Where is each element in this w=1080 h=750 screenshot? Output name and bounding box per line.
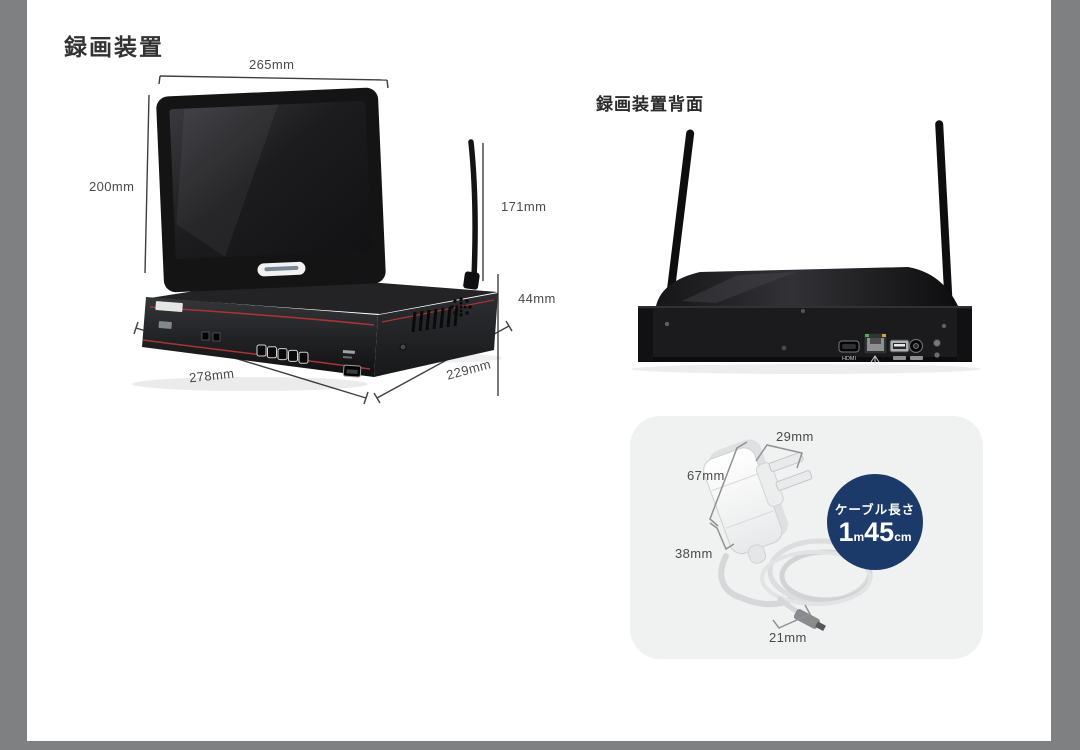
recorder-front-illustration [132,75,513,405]
mount-ear-left [638,309,653,361]
cable-length-cm-unit: cm [894,529,912,544]
dim-adapter-height: 67mm [687,468,725,483]
folded-monitor-slab [656,267,958,306]
dim-adapter-width: 29mm [776,429,814,444]
adapter-spec-card: 29mm 67mm 38mm 21mm ケーブル長さ 1m45cm [630,416,983,659]
dim-monitor-height: 200mm [89,179,135,194]
side-speaker-holes [450,297,472,317]
cable-length-value: 1m45cm [838,516,912,547]
network-icon [870,355,880,364]
front-shadow [132,377,368,391]
front-usb-port [342,364,362,378]
monitor-screen [169,100,372,260]
rear-view-title: 録画装置背面 [596,95,704,114]
side-screw [399,343,407,351]
dc-plug [793,609,826,631]
hdmi-label: HDMI [842,356,857,362]
front-logo [155,301,183,313]
dim-antenna-height: 171mm [501,199,547,214]
recorder-rear-illustration: HDMI [631,120,981,374]
dc-power-jack [908,338,924,360]
rear-screw-2 [934,352,940,358]
side-vents [411,305,459,333]
ethernet-port [863,332,888,364]
strain-relief [747,544,767,564]
rear-shadow [631,364,981,374]
cable-length-badge: ケーブル長さ 1m45cm [827,474,923,570]
adapter-dimension-brackets [709,441,812,629]
hdmi-port: HDMI [838,340,860,362]
rear-chassis [638,306,972,362]
monitor [156,87,386,293]
front-buttons [256,344,309,364]
nvr-front-face [142,297,378,378]
dim-body-height: 44mm [518,291,556,306]
front-switches [201,331,221,342]
front-antenna [463,139,480,290]
cable-length-m-value: 1 [838,516,854,547]
plug-prong-1 [768,452,804,473]
cable-length-cm-value: 45 [864,516,895,547]
cable-length-m-unit: m [853,529,865,544]
dim-monitor-width: 265mm [249,57,295,72]
product-image-canvas: 録画装置 録画装置背面 265mm 200mm 171mm 44mm 278mm… [27,0,1051,741]
page-title: 録画装置 [64,34,164,60]
mount-ear-right [957,309,972,361]
rear-ports: HDMI [838,332,941,364]
rear-screw-1 [933,339,941,347]
dim-adapter-plug: 21mm [769,630,807,645]
plug-prong-2 [775,470,813,491]
cable-length-label: ケーブル長さ [834,502,916,517]
dim-adapter-depth: 38mm [675,546,713,561]
adapter-body [703,439,813,564]
nvr-side-face [374,293,498,377]
adapter-illustration [703,439,873,631]
